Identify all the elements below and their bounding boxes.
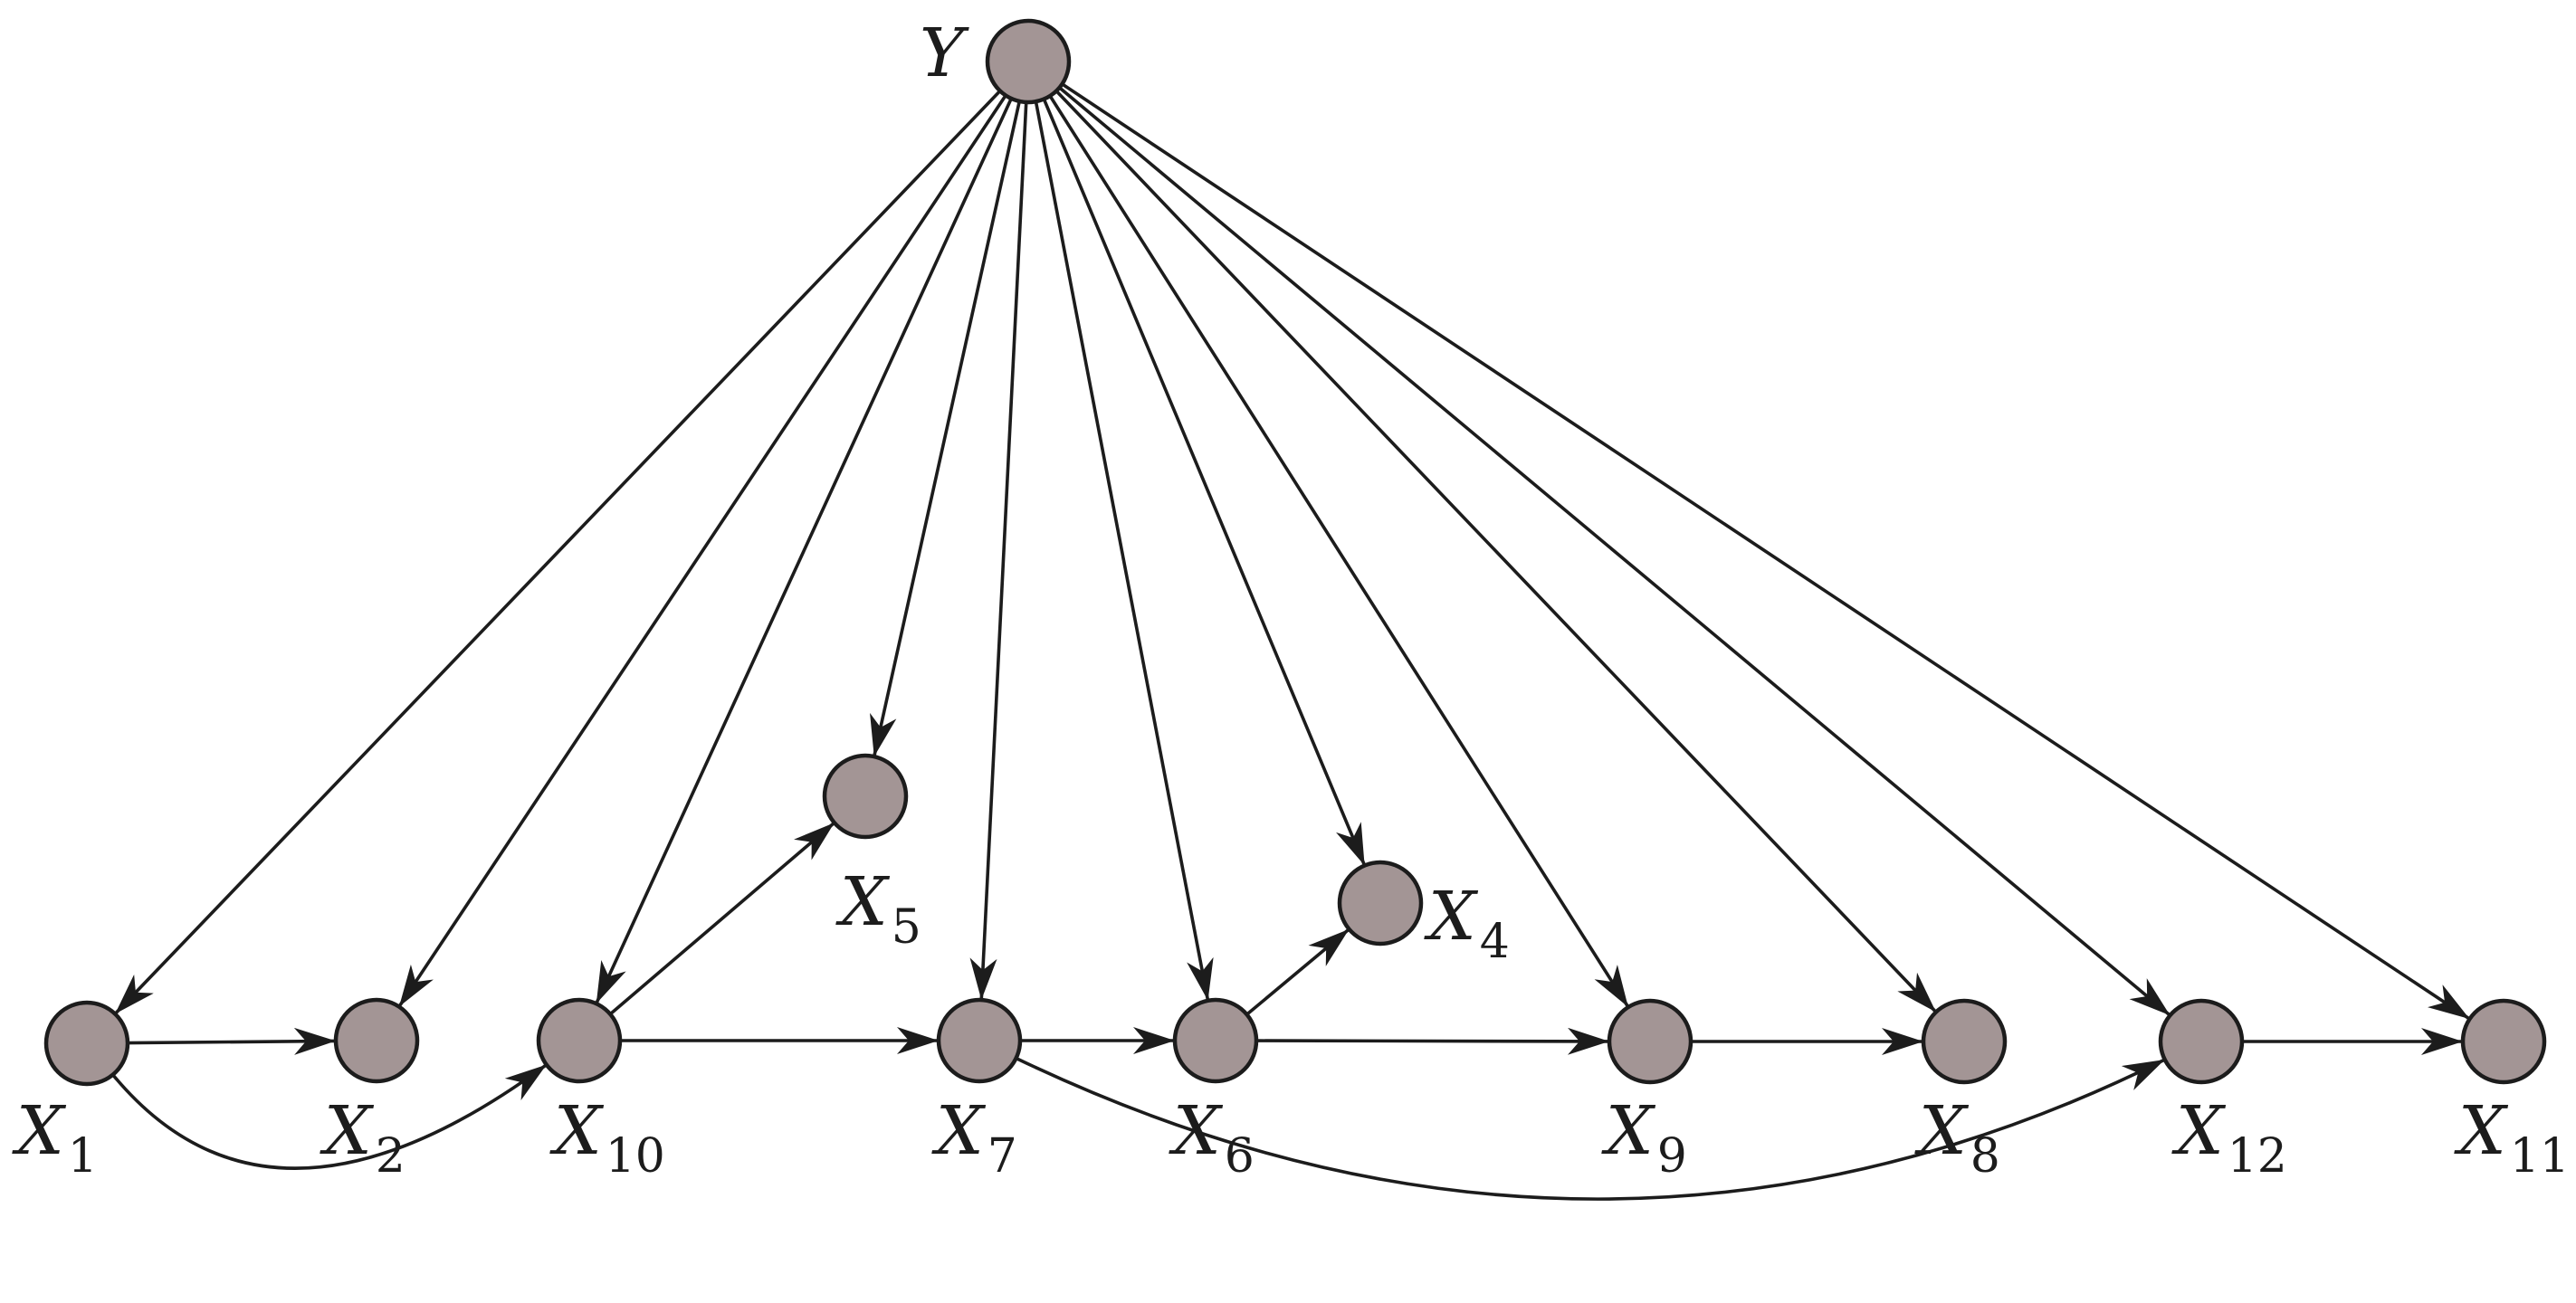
node-label-x7: X7 [931, 1092, 1017, 1184]
node-x1 [43, 1000, 130, 1087]
node-label-main: Y [920, 14, 969, 92]
node-label-x5: X5 [835, 863, 921, 955]
edges-layer [111, 63, 2471, 1201]
node-label-subscript: 10 [606, 1129, 665, 1184]
node-circle-x5 [822, 753, 909, 840]
node-x11 [2460, 998, 2547, 1085]
node-x9 [1607, 998, 1693, 1085]
node-label-main: X [1169, 1092, 1224, 1170]
node-label-x12: X12 [2171, 1092, 2287, 1184]
edge-x1-to-x10 [111, 1063, 548, 1170]
node-x8 [1921, 998, 2008, 1085]
node-label-subscript: 9 [1657, 1129, 1687, 1184]
node-label-main: X [549, 1092, 605, 1170]
node-label-x8: X8 [1914, 1092, 2000, 1184]
node-circle-x1 [43, 1000, 130, 1087]
node-circle-x2 [333, 997, 420, 1084]
edge-y-to-x11 [1033, 63, 2471, 1021]
node-label-main: X [320, 1092, 375, 1170]
node-circle-x8 [1921, 998, 2008, 1085]
node-x2 [333, 997, 420, 1084]
node-label-main: X [835, 863, 891, 941]
node-label-x11: X11 [2454, 1092, 2570, 1184]
edge-y-to-x5 [870, 68, 1029, 757]
node-label-subscript: 6 [1225, 1129, 1255, 1184]
node-label-subscript: 2 [376, 1129, 405, 1184]
node-label-x9: X9 [1601, 1092, 1687, 1184]
edge-y-to-x4 [1029, 67, 1367, 867]
nodes-layer [43, 18, 2547, 1087]
node-x6 [1172, 997, 1259, 1084]
node-label-main: X [1914, 1092, 1970, 1170]
node-x5 [822, 753, 909, 840]
edge-x10-to-x5 [609, 821, 835, 1016]
node-label-subscript: 11 [2510, 1129, 2570, 1184]
node-x10 [536, 997, 623, 1084]
node-label-subscript: 4 [1480, 915, 1510, 969]
node-circle-y [985, 18, 1072, 105]
edge-y-to-x9 [1030, 66, 1630, 1008]
node-x7 [936, 997, 1023, 1084]
edge-x6-to-x4 [1245, 927, 1350, 1016]
edge-x1-to-x2 [127, 1027, 337, 1055]
node-label-main: X [2454, 1092, 2509, 1170]
edge-y-to-x12 [1032, 64, 2171, 1017]
node-label-main: X [12, 1092, 67, 1170]
edge-y-to-x2 [397, 66, 1026, 1008]
node-label-x6: X6 [1169, 1092, 1255, 1184]
node-label-x2: X2 [320, 1092, 405, 1184]
node-x12 [2158, 998, 2245, 1085]
node-x4 [1337, 860, 1424, 946]
node-circle-x9 [1607, 998, 1693, 1085]
edge-y-to-x8 [1032, 65, 1938, 1013]
node-label-x10: X10 [549, 1092, 665, 1184]
node-circle-x6 [1172, 997, 1259, 1084]
node-circle-x11 [2460, 998, 2547, 1085]
node-y [985, 18, 1072, 105]
edge-x7-to-x12 [1015, 1056, 2166, 1201]
node-label-main: X [931, 1092, 987, 1170]
node-label-subscript: 7 [987, 1129, 1017, 1184]
node-label-x1: X1 [12, 1092, 98, 1184]
node-label-main: X [1424, 878, 1479, 956]
node-label-y: Y [920, 14, 969, 92]
node-circle-x4 [1337, 860, 1424, 946]
node-label-subscript: 5 [892, 900, 921, 955]
edge-y-to-x6 [1027, 68, 1214, 1002]
node-label-subscript: 8 [1970, 1129, 2000, 1184]
edge-y-to-x10 [595, 67, 1027, 1004]
edge-y-to-x1 [113, 65, 1025, 1015]
node-label-x4: X4 [1424, 878, 1510, 969]
node-label-subscript: 12 [2228, 1129, 2287, 1184]
node-circle-x10 [536, 997, 623, 1084]
node-circle-x12 [2158, 998, 2245, 1085]
node-label-main: X [2171, 1092, 2227, 1170]
node-circle-x7 [936, 997, 1023, 1084]
node-label-main: X [1601, 1092, 1656, 1170]
edge-y-to-x7 [969, 68, 1030, 1001]
node-label-subscript: 1 [68, 1129, 98, 1184]
